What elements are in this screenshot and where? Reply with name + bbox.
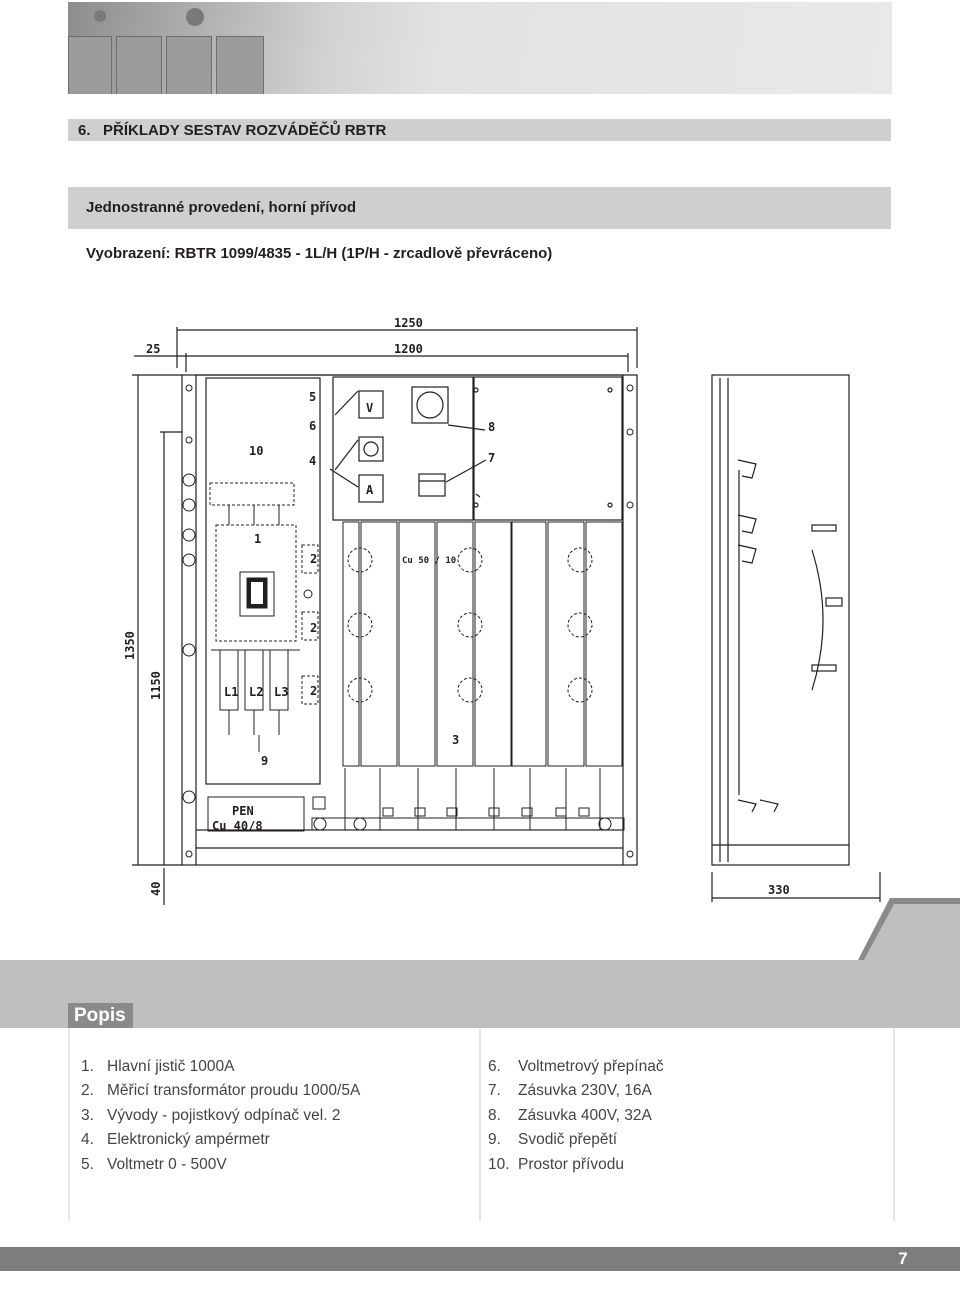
voltmeter-label: V — [366, 401, 373, 415]
page-footer-band — [0, 1247, 960, 1271]
popis-heading: Popis — [74, 1005, 126, 1026]
list-item: 9.Svodič přepětí — [488, 1131, 618, 1149]
list-item: 10.Prostor přívodu — [488, 1155, 624, 1173]
list-item: 7.Zásuvka 230V, 16A — [488, 1082, 652, 1100]
dim-offset: 25 — [146, 342, 160, 356]
callout-9: 9 — [261, 754, 268, 768]
variant-title: Jednostranné provedení, horní přívod — [86, 199, 357, 216]
callout-7: 7 — [488, 451, 495, 465]
footer-band — [0, 960, 960, 1028]
variant-bar: Jednostranné provedení, horní přívod — [68, 187, 891, 229]
cabinet-front-view — [181, 374, 638, 866]
list-item: 1.Hlavní jistič 1000A — [81, 1058, 235, 1075]
callout-2a: 2 — [310, 552, 317, 566]
list-item: 8.Zásuvka 400V, 32A — [488, 1106, 652, 1124]
description-divider — [479, 1028, 481, 1221]
section-title-bar: 6. PŘÍKLADY SESTAV ROZVÁDĚČŮ RBTR — [68, 119, 891, 141]
callout-3: 3 — [452, 733, 459, 747]
pen-label: PEN — [232, 804, 254, 818]
phase-l2-label: L2 — [249, 685, 263, 699]
footer-corner-shape — [840, 898, 960, 960]
ammeter-label: A — [366, 483, 374, 497]
dim-overall-height: 1350 — [123, 631, 137, 660]
pen-bar-label: Cu 40/8 — [212, 819, 263, 833]
section-title-text: PŘÍKLADY SESTAV ROZVÁDĚČŮ RBTR — [103, 122, 387, 139]
section-number: 6. — [78, 122, 91, 139]
busbar-label: Cu 50 / 10 — [402, 556, 456, 566]
callout-4: 4 — [309, 454, 316, 468]
list-item: 6.Voltmetrový přepínač — [488, 1058, 664, 1075]
cabinet-side-view — [711, 374, 850, 866]
callout-2b: 2 — [310, 621, 317, 635]
list-item: 4.Elektronický ampérmetr — [81, 1131, 270, 1149]
dim-inner-height: 1150 — [149, 671, 163, 700]
header-photo — [68, 2, 892, 94]
phase-l1-label: L1 — [224, 685, 238, 699]
page-number: 7 — [898, 1249, 908, 1268]
dim-base-height: 40 — [149, 882, 163, 896]
callout-1: 1 — [254, 532, 261, 546]
dim-inner-width: 1200 — [394, 342, 423, 356]
list-item: 3.Vývody - pojistkový odpínač vel. 2 — [81, 1106, 341, 1124]
list-item: 5.Voltmetr 0 - 500V — [81, 1155, 227, 1173]
callout-6: 6 — [309, 419, 316, 433]
description-list-right: 6.Voltmetrový přepínač 7.Zásuvka 230V, 1… — [488, 1058, 664, 1180]
section-title: 6. PŘÍKLADY SESTAV ROZVÁDĚČŮ RBTR — [78, 122, 386, 139]
callout-5: 5 — [309, 390, 316, 404]
popis-heading-tab: Popis — [68, 1003, 133, 1029]
technical-drawing: 1250 1200 25 1350 1150 40 330 — [123, 316, 881, 905]
list-item: 2.Měřicí transformátor proudu 1000/5A — [81, 1082, 361, 1100]
dimension-lines — [132, 327, 881, 905]
description-list-left: 1.Hlavní jistič 1000A 2.Měřicí transform… — [81, 1058, 360, 1180]
phase-l3-label: L3 — [274, 685, 288, 699]
callout-8: 8 — [488, 420, 495, 434]
dim-overall-width: 1250 — [394, 316, 423, 330]
dim-depth: 330 — [768, 883, 790, 897]
depiction-title: Vyobrazení: RBTR 1099/4835 - 1L/H (1P/H … — [86, 245, 553, 262]
callout-2c: 2 — [310, 684, 317, 698]
description-box — [68, 1028, 895, 1221]
callout-10: 10 — [249, 444, 263, 458]
